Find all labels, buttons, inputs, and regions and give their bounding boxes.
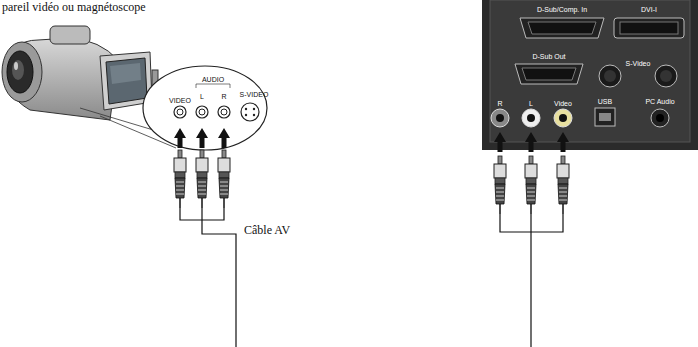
port-label: S-Video [626, 60, 651, 67]
port-label: AUDIO [202, 76, 224, 83]
port-label: Video [554, 100, 572, 107]
cable-bracket [180, 208, 236, 347]
port-label: R [497, 100, 502, 107]
port-label: PC Audio [645, 98, 674, 105]
port-label: S-VIDEO [240, 91, 269, 98]
cable-label: Câble AV [244, 224, 290, 236]
port-label: R [221, 93, 226, 100]
port-label: D-Sub/Comp. In [537, 6, 587, 13]
zoom-port-panel [143, 66, 267, 150]
camcorder [2, 26, 176, 148]
projector-panel [482, 0, 698, 150]
port-label: L [200, 93, 204, 100]
port-label: D-Sub Out [532, 53, 565, 60]
device-caption: pareil vidéo ou magnétoscope [2, 1, 146, 13]
port-label: L [529, 100, 533, 107]
port-label: DVI-I [641, 6, 657, 13]
port-label: VIDEO [169, 97, 191, 104]
cable-bracket [500, 214, 563, 347]
port-label: USB [598, 98, 612, 105]
